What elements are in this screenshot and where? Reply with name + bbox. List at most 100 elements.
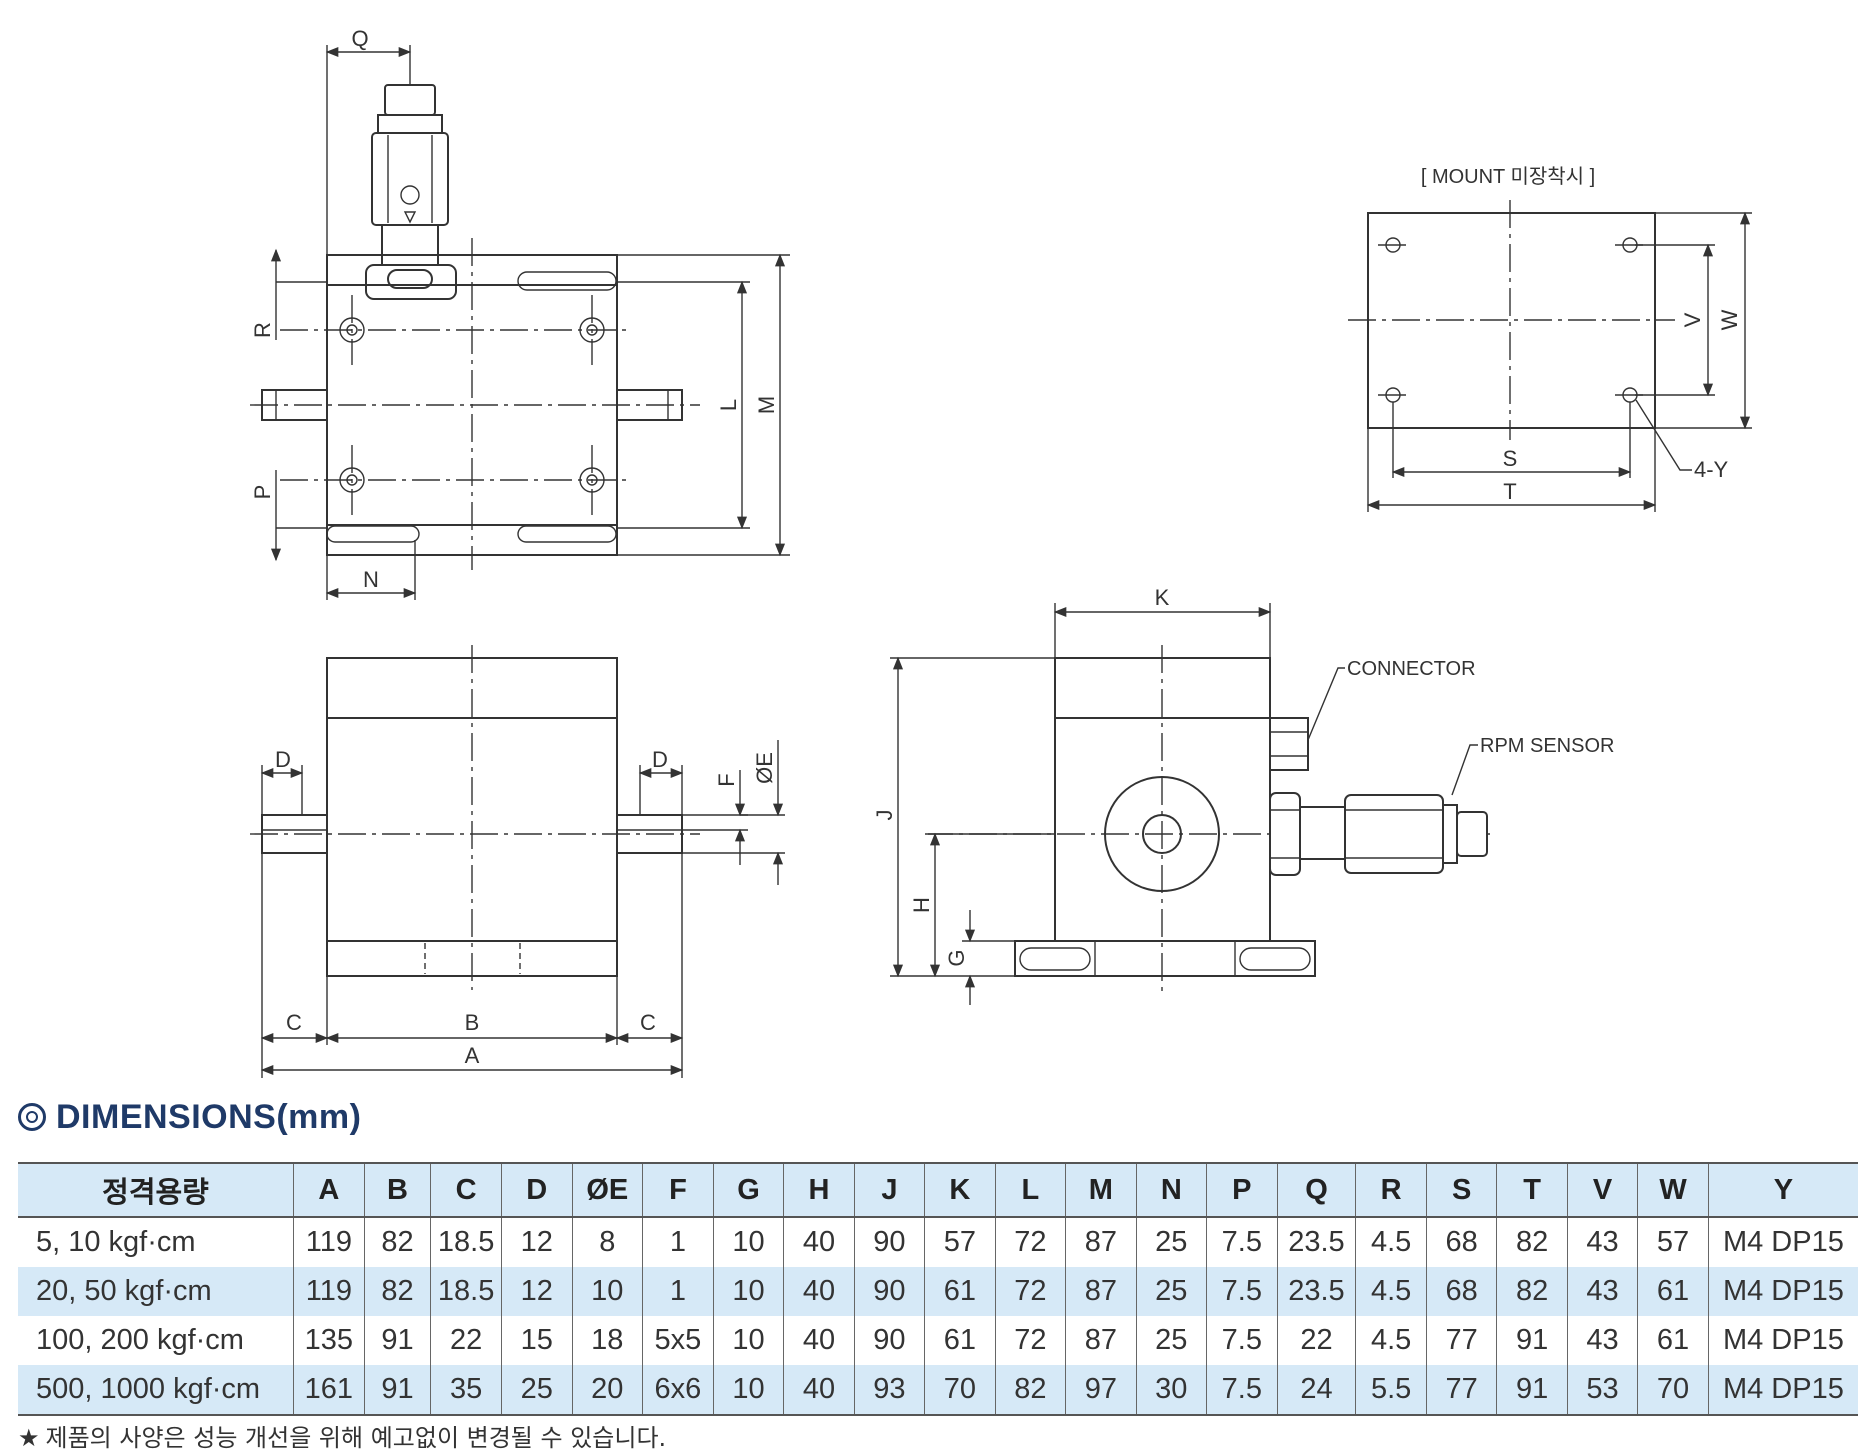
table-row: 20, 50 kgf·cm 119 82 18.5 12 10 1 10 40 …: [18, 1267, 1858, 1316]
capacity-cell: 5, 10 kgf·cm: [18, 1217, 295, 1267]
table-cell: 10: [713, 1267, 785, 1316]
label-v: V: [1680, 312, 1705, 327]
side-view: K CONNECTOR RPM SENSOR: [872, 585, 1614, 1005]
label-p: P: [250, 485, 275, 500]
table-cell: 25: [1136, 1267, 1208, 1316]
table-cell: 90: [854, 1217, 926, 1267]
table-cell: 91: [364, 1365, 432, 1416]
table-cell: 8: [572, 1217, 644, 1267]
table-cell: 10: [713, 1217, 785, 1267]
label-d-left: D: [275, 747, 291, 772]
header-cell: G: [713, 1162, 785, 1218]
table-row: 5, 10 kgf·cm 119 82 18.5 12 8 1 10 40 90…: [18, 1217, 1858, 1267]
header-cell: H: [783, 1162, 855, 1218]
table-cell: 57: [1637, 1217, 1709, 1267]
label-b: B: [465, 1010, 480, 1035]
label-m: M: [754, 396, 779, 414]
callout-connector: CONNECTOR: [1347, 658, 1476, 680]
table-cell: 43: [1567, 1316, 1639, 1365]
table-cell: 87: [1065, 1217, 1137, 1267]
table-cell: 1: [642, 1267, 714, 1316]
table-cell: 57: [924, 1217, 996, 1267]
table-cell: 77: [1426, 1365, 1498, 1416]
dimensions-table: 정격용량 A B C D ØE F G H J K L M N P Q R S …: [18, 1162, 1858, 1416]
table-cell: 72: [995, 1316, 1067, 1365]
table-cell: 25: [1136, 1217, 1208, 1267]
header-cell: L: [995, 1162, 1067, 1218]
table-cell: 61: [1637, 1316, 1709, 1365]
table-cell: 5x5: [642, 1316, 714, 1365]
header-cell: B: [364, 1162, 432, 1218]
table-cell: 68: [1426, 1217, 1498, 1267]
table-cell: 15: [501, 1316, 573, 1365]
capacity-cell: 20, 50 kgf·cm: [18, 1267, 295, 1316]
header-cell: D: [501, 1162, 573, 1218]
table-cell: 72: [995, 1217, 1067, 1267]
header-cell: J: [854, 1162, 926, 1218]
header-cell: 정격용량: [18, 1162, 295, 1218]
mount-hole-icon: [1385, 237, 1638, 403]
table-cell: 20: [572, 1365, 644, 1416]
table-cell: 40: [783, 1316, 855, 1365]
table-cell: M4 DP15: [1722, 1226, 1844, 1258]
header-cell: M: [1065, 1162, 1137, 1218]
table-cell: 61: [924, 1267, 996, 1316]
table-row: 100, 200 kgf·cm 135 91 22 15 18 5x5 10 4…: [18, 1316, 1858, 1365]
mount-view-title: [ MOUNT 미장착시 ]: [1421, 165, 1595, 188]
label-a: A: [465, 1043, 480, 1068]
table-cell: 87: [1065, 1267, 1137, 1316]
table-cell: 30: [1136, 1365, 1208, 1416]
header-cell: W: [1637, 1162, 1709, 1218]
label-c-right: C: [640, 1010, 656, 1035]
header-cell: N: [1136, 1162, 1208, 1218]
table-cell: 135: [293, 1316, 365, 1365]
table-cell: 7.5: [1206, 1267, 1278, 1316]
table-cell: 25: [1136, 1316, 1208, 1365]
table-cell: 18.5: [430, 1217, 503, 1267]
header-cell: A: [293, 1162, 365, 1218]
table-cell: 43: [1567, 1267, 1639, 1316]
header-cell: ØE: [572, 1162, 644, 1218]
table-cell: 7.5: [1206, 1365, 1278, 1416]
table-cell: 161: [293, 1365, 365, 1416]
table-cell: 90: [854, 1267, 926, 1316]
dimensions-title: DIMENSIONS(mm): [18, 1098, 361, 1137]
label-f: F: [714, 773, 739, 786]
table-cell: M4 DP15: [1722, 1324, 1844, 1356]
table-cell: 35: [430, 1365, 503, 1416]
table-cell: 23.5: [1277, 1217, 1357, 1267]
table-cell: 93: [854, 1365, 926, 1416]
capacity-cell: 100, 200 kgf·cm: [18, 1316, 295, 1365]
table-cell: 10: [713, 1316, 785, 1365]
label-q: Q: [351, 26, 368, 51]
table-row: 500, 1000 kgf·cm 161 91 35 25 20 6x6 10 …: [18, 1365, 1858, 1416]
table-cell: 68: [1426, 1267, 1498, 1316]
label-h: H: [909, 897, 934, 913]
table-cell: 18: [572, 1316, 644, 1365]
table-cell: 119: [293, 1267, 365, 1316]
table-cell: M4 DP15: [1708, 1365, 1858, 1416]
table-cell: 43: [1567, 1217, 1639, 1267]
label-w: W: [1717, 309, 1742, 330]
table-cell: 82: [1496, 1217, 1568, 1267]
table-cell: 77: [1426, 1316, 1498, 1365]
table-cell: 70: [1637, 1365, 1709, 1416]
callout-rpm-sensor: RPM SENSOR: [1480, 735, 1614, 757]
table-cell: 40: [783, 1267, 855, 1316]
table-cell: 91: [1496, 1316, 1568, 1365]
label-k: K: [1155, 585, 1170, 610]
label-r: R: [250, 322, 275, 338]
header-cell: Q: [1277, 1162, 1357, 1218]
label-j: J: [872, 810, 897, 821]
table-cell: 40: [783, 1217, 855, 1267]
footnote-text: 제품의 사양은 성능 개선을 위해 예고없이 변경될 수 있습니다.: [45, 1424, 667, 1452]
front-view: D D F ØE C B C A: [250, 645, 785, 1078]
table-cell: 23.5: [1277, 1267, 1357, 1316]
table-cell: 10: [713, 1365, 785, 1416]
header-cell: T: [1496, 1162, 1568, 1218]
table-cell: 22: [1277, 1316, 1357, 1365]
table-cell: 1: [642, 1217, 714, 1267]
star-icon: ★: [18, 1424, 40, 1452]
double-circle-icon: [18, 1103, 46, 1131]
